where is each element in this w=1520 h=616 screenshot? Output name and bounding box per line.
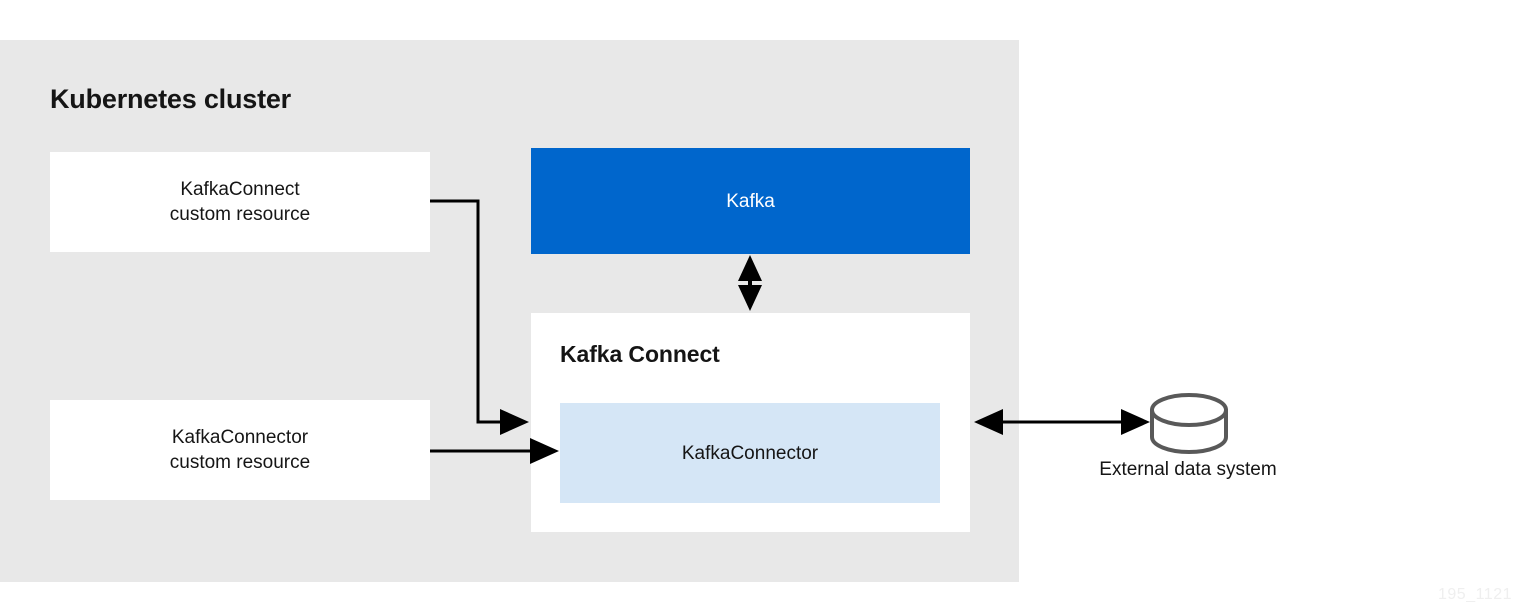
database-cylinder-icon <box>1150 393 1228 454</box>
external-data-system-label: External data system <box>1099 459 1277 480</box>
kafka-connect-custom-resource-label: KafkaConnect custom resource <box>169 179 311 225</box>
kafka-connect-title: Kafka Connect <box>560 341 720 367</box>
kafka-connector-box: KafkaConnector <box>560 403 940 503</box>
kafka-label: Kafka <box>726 190 775 212</box>
watermark: 195_1121 <box>1438 586 1512 603</box>
kafka-connector-label: KafkaConnector <box>681 442 819 464</box>
kafka-box: Kafka <box>531 148 970 254</box>
kafka-connector-custom-resource-box: KafkaConnector custom resource <box>50 400 430 500</box>
kafka-connector-custom-resource-label: KafkaConnector custom resource <box>169 427 311 473</box>
kubernetes-cluster-title: Kubernetes cluster <box>50 84 291 114</box>
kafka-connect-custom-resource-box: KafkaConnect custom resource <box>50 152 430 252</box>
